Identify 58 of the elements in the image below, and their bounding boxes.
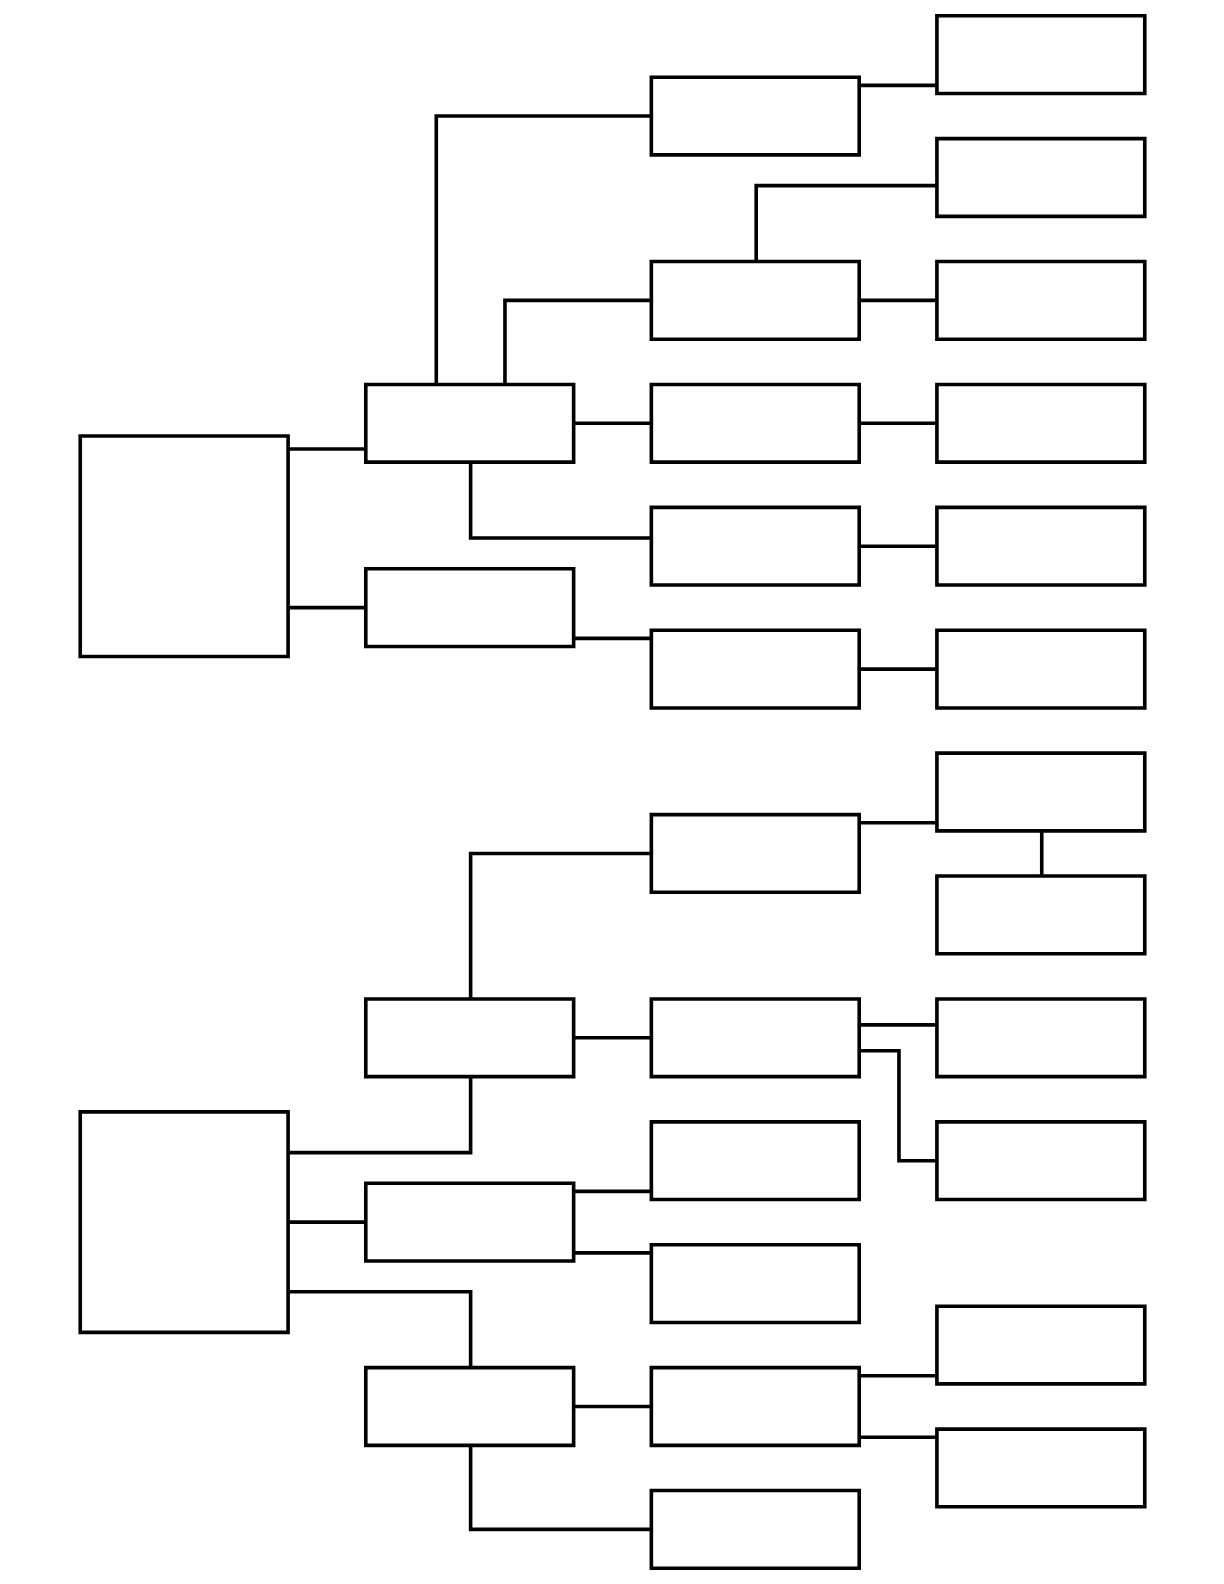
node-box (934, 1427, 1147, 1509)
node-box (363, 1365, 575, 1448)
connector (288, 447, 365, 451)
node-box (934, 1304, 1147, 1386)
connector (573, 1404, 651, 1409)
connector (502, 298, 651, 385)
node-box (649, 75, 861, 157)
node-box (363, 1181, 575, 1263)
node-box (77, 1110, 290, 1335)
connector (433, 114, 651, 385)
connector (859, 1023, 937, 1027)
node-box (934, 1120, 1147, 1202)
node-box (649, 259, 861, 342)
node-box (363, 567, 575, 649)
connector (573, 421, 651, 426)
node-box (934, 259, 1147, 342)
connector (573, 1036, 651, 1040)
connector (859, 298, 937, 303)
node-box (649, 812, 861, 895)
node-box (934, 997, 1147, 1079)
connector (468, 462, 651, 540)
connector (859, 1373, 937, 1378)
node-box (934, 13, 1147, 96)
connector (468, 851, 651, 999)
connector (287, 1077, 472, 1155)
node-box (934, 382, 1147, 464)
node-box (934, 505, 1147, 587)
connector (753, 183, 936, 261)
node-box (934, 628, 1147, 710)
node-box (649, 1488, 861, 1571)
node-box (649, 1242, 861, 1325)
connector (859, 820, 937, 825)
connector (573, 636, 651, 641)
node-box (363, 997, 575, 1079)
node-box (649, 1120, 861, 1202)
node-box (77, 434, 290, 659)
connector (288, 1220, 365, 1224)
node-box (649, 628, 861, 710)
connector (287, 1289, 472, 1367)
connector (1039, 830, 1044, 876)
connector (859, 83, 937, 88)
node-box (934, 751, 1147, 833)
connector (573, 1251, 651, 1255)
connector (859, 1048, 936, 1163)
node-box (649, 1365, 861, 1448)
node-box (363, 382, 575, 464)
node-box (649, 997, 861, 1079)
connector (288, 605, 365, 610)
connector (859, 667, 937, 671)
node-box (934, 874, 1147, 956)
node-box (649, 505, 861, 587)
connector (859, 1435, 937, 1440)
connector (859, 544, 937, 548)
node-box (649, 382, 861, 464)
connector (468, 1445, 651, 1532)
connector (859, 421, 937, 426)
connector (573, 1189, 651, 1194)
node-box (934, 136, 1147, 219)
